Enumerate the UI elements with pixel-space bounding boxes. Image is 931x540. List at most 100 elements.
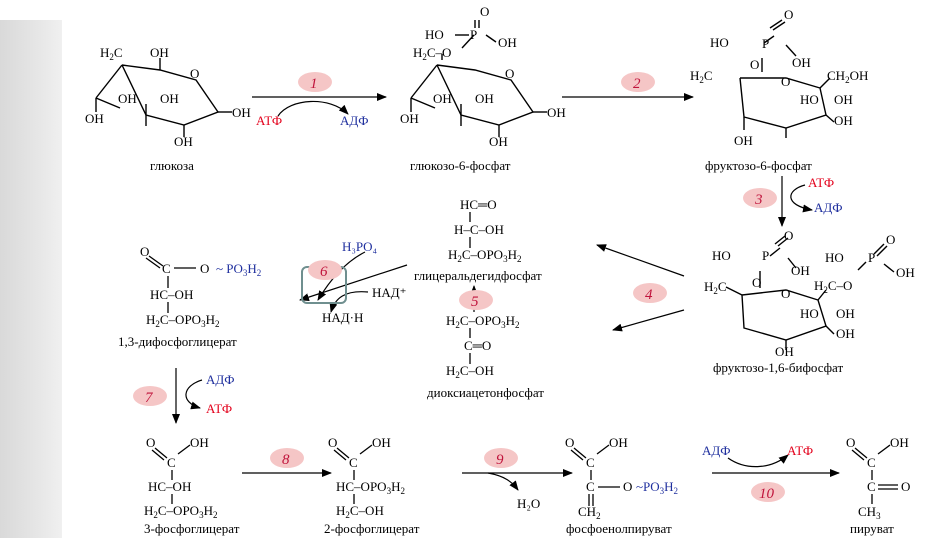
svg-text:O: O <box>784 228 793 243</box>
g6p-structure <box>410 20 547 137</box>
atp-label-step-10: АТФ <box>787 443 813 458</box>
cofactor-arrow-step-1 <box>277 100 349 117</box>
svg-text:P: P <box>470 27 477 42</box>
svg-text:O: O <box>781 74 790 89</box>
svg-text:OH: OH <box>836 306 855 321</box>
step-number-4: 4 <box>645 287 653 303</box>
gap-structure: HC═O H–C–OH H2C–OPO3H2 <box>448 197 521 264</box>
g6p-labels: O HO P OH H2C–O O OH OH OH OH OH <box>400 4 566 149</box>
svg-text:HO: HO <box>425 27 444 42</box>
svg-text:C: C <box>867 479 876 494</box>
nad-label-step-6: НАД⁺ <box>372 285 407 300</box>
svg-text:OH: OH <box>834 113 853 128</box>
svg-text:C: C <box>162 261 171 276</box>
svg-text:O: O <box>480 4 489 19</box>
svg-text:OH: OH <box>836 326 855 341</box>
svg-text:H2C–O: H2C–O <box>413 45 451 62</box>
svg-text:O: O <box>750 57 759 72</box>
svg-text:OH: OH <box>734 133 753 148</box>
svg-text:H2C–OPO3H2: H2C–OPO3H2 <box>144 503 217 520</box>
slide-sidebar-panel <box>0 20 62 538</box>
svg-text:C: C <box>586 455 595 470</box>
step-number-6: 6 <box>320 264 328 280</box>
svg-text:H2C–O: H2C–O <box>814 278 852 295</box>
svg-text:O: O <box>200 261 209 276</box>
gap-label: глицеральдегидфосфат <box>414 268 542 283</box>
svg-text:H2C–OH: H2C–OH <box>336 503 384 520</box>
svg-text:OH: OH <box>890 435 909 450</box>
svg-text:O: O <box>328 435 337 450</box>
svg-text:OH: OH <box>118 91 137 106</box>
svg-text:O: O <box>752 275 761 290</box>
svg-text:OH: OH <box>498 35 517 50</box>
arrow-step-4-to-gap <box>596 244 685 277</box>
adp-label-step-7: АДФ <box>206 372 235 387</box>
step-badge-6 <box>308 260 342 280</box>
svg-text:OH: OH <box>475 91 494 106</box>
cofactor-arrow-step-3 <box>790 184 813 213</box>
svg-text:O: O <box>505 66 514 81</box>
svg-text:HO: HO <box>710 35 729 50</box>
step-number-1: 1 <box>310 76 318 92</box>
pyruvate-structure: O OH C C O CH3 <box>846 435 910 521</box>
adp-label-step-10: АДФ <box>702 443 731 458</box>
step-badge-2 <box>621 72 655 92</box>
svg-text:CH2OH: CH2OH <box>827 68 868 85</box>
svg-text:HO: HO <box>800 306 819 321</box>
svg-text:OH: OH <box>775 344 794 359</box>
svg-text:H2C: H2C <box>704 279 727 296</box>
nadh-label-step-6: НАД·Н <box>322 310 363 325</box>
step-badge-1 <box>298 72 332 92</box>
svg-text:O: O <box>146 435 155 450</box>
atp-label-step-3: АТФ <box>808 175 834 190</box>
step-badge-5 <box>459 290 493 310</box>
f6p-structure <box>739 19 835 138</box>
cofactor-arrow-nad <box>329 291 369 313</box>
glucose-structure <box>95 58 232 137</box>
svg-text:HC–OH: HC–OH <box>150 287 193 302</box>
svg-text:OH: OH <box>150 45 169 60</box>
pg2-label: 2-фосфоглицерат <box>324 521 420 536</box>
adp-label-step-3: АДФ <box>814 200 843 215</box>
svg-text:OH: OH <box>609 435 628 450</box>
svg-text:O: O <box>190 66 199 81</box>
water-arrow-step-9 <box>487 472 519 491</box>
step-badge-4 <box>633 283 667 303</box>
svg-text:P: P <box>868 250 875 265</box>
pg3-structure: O OH C HC–OH H2C–OPO3H2 <box>144 435 217 520</box>
atp-label-step-7: АТФ <box>206 401 232 416</box>
cofactor-arrow-step-7 <box>185 379 203 410</box>
water-label-step-9: H₂O <box>517 496 540 511</box>
bpg13-label: 1,3-дифосфоглицерат <box>118 334 237 349</box>
svg-text:OH: OH <box>400 111 419 126</box>
svg-text:CH3: CH3 <box>858 504 881 521</box>
svg-text:H–C–OH: H–C–OH <box>454 222 504 237</box>
svg-text:HC═O: HC═O <box>460 197 497 212</box>
svg-text:HO: HO <box>800 92 819 107</box>
g6p-label: глюкозо-6-фосфат <box>410 158 511 173</box>
svg-text:OH: OH <box>372 435 391 450</box>
dhap-label: диоксиацетонфосфат <box>427 385 544 400</box>
f6p-label: фруктозо-6-фосфат <box>705 158 812 173</box>
svg-text:OH: OH <box>433 91 452 106</box>
svg-text:C: C <box>349 455 358 470</box>
svg-text:OH: OH <box>232 105 251 120</box>
pep-structure: O OH C C O ~PO3H2 CH2 <box>565 435 678 521</box>
step-number-8: 8 <box>282 452 290 468</box>
pg3-label: 3-фосфоглицерат <box>144 521 240 536</box>
svg-text:OH: OH <box>834 92 853 107</box>
pg2-structure: O OH C HC–OPO3H2 H2C–OH <box>328 435 405 520</box>
step-badge-7 <box>133 386 167 406</box>
svg-text:CH2: CH2 <box>578 504 601 521</box>
step-number-7: 7 <box>145 390 154 406</box>
svg-text:OH: OH <box>174 134 193 149</box>
svg-text:O: O <box>886 232 895 247</box>
svg-text:H2C–OPO3H2: H2C–OPO3H2 <box>448 247 521 264</box>
svg-text:O: O <box>784 7 793 22</box>
f16bp-labels: O HO P OH H2C O O O HO P OH H2C–O HO OH … <box>704 228 915 359</box>
svg-text:OH: OH <box>85 111 104 126</box>
f6p-labels: O HO P OH H2C O O CH2OH HO OH OH OH <box>690 7 868 148</box>
pyruvate-label: пируват <box>850 521 894 536</box>
svg-text:~ PO3H2: ~ PO3H2 <box>216 261 261 278</box>
